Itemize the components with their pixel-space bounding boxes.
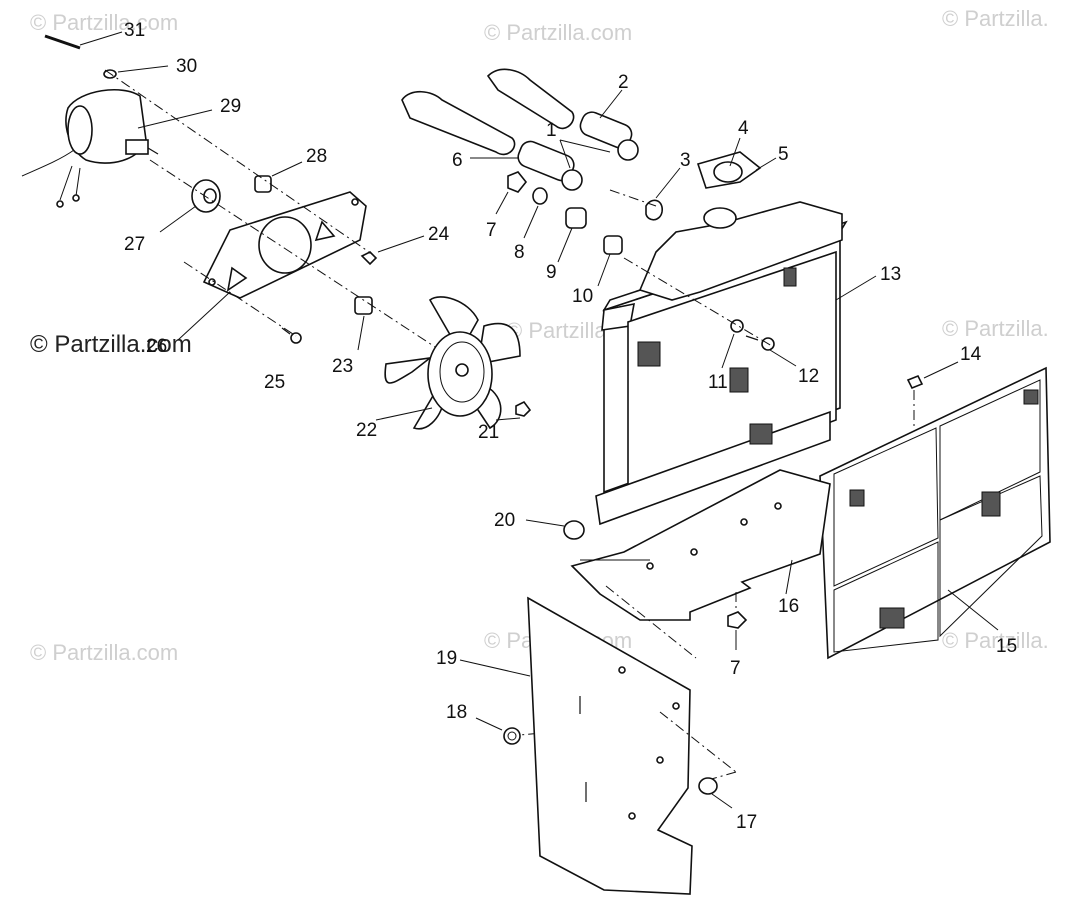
part-23-spacer (354, 296, 373, 351)
watermark: © Partzilla.com (30, 10, 178, 35)
part-25-screw (281, 327, 302, 344)
callout-20: 20 (494, 510, 515, 531)
callout-7-lower: 7 (730, 658, 741, 679)
callout-11: 11 (708, 372, 728, 393)
watermark: © Partzilla.com (484, 20, 632, 45)
callout-3: 3 (680, 150, 691, 171)
part-26-motor-bracket (177, 191, 367, 341)
callout-17: 17 (736, 812, 757, 833)
main-watermark: © Partzilla.com (30, 331, 192, 358)
callout-25: 25 (264, 372, 285, 393)
part-29-fan-motor (21, 89, 213, 208)
part-18-washer (475, 717, 521, 745)
part-16-mount-plate (570, 469, 831, 659)
callout-16: 16 (778, 596, 799, 617)
callout-30: 30 (176, 56, 197, 77)
callout-4: 4 (738, 118, 749, 139)
part-14-screw (906, 361, 959, 426)
part-6-hose-connector (470, 140, 583, 191)
callout-28: 28 (306, 146, 327, 167)
part-10-spacer (597, 235, 623, 287)
callout-19: 19 (436, 648, 457, 669)
callout-14: 14 (960, 344, 982, 365)
callout-1: 1 (546, 120, 557, 141)
part-28-spacer (254, 161, 303, 193)
part-2-hose-clamp (579, 89, 639, 161)
part-12-bolt (745, 335, 797, 367)
callout-31: 31 (124, 20, 145, 41)
callout-29: 29 (220, 96, 241, 117)
callout-13: 13 (880, 264, 901, 285)
part-7-nut-lower (727, 592, 748, 650)
watermark: © Partzilla. (942, 628, 1049, 653)
part-1-clamps (559, 139, 611, 169)
part-31-wire (44, 31, 123, 50)
callout-12: 12 (798, 366, 819, 387)
callout-24: 24 (428, 224, 450, 245)
part-30 (103, 65, 169, 79)
callout-8: 8 (514, 242, 525, 263)
part-13-radiator (595, 201, 877, 526)
watermark: © Partzilla. (942, 6, 1049, 31)
callout-2: 2 (618, 72, 629, 93)
part-9-grommet (557, 207, 587, 263)
part-3-clip (609, 167, 681, 221)
callout-18: 18 (446, 702, 467, 723)
part-19-side-panel (459, 596, 737, 895)
part-15-screen-panel (819, 366, 1051, 660)
callout-7-upper: 7 (486, 220, 497, 241)
watermark: © Partzilla. (942, 316, 1049, 341)
watermark: © Partzilla.com (30, 640, 178, 665)
callout-10: 10 (572, 286, 593, 307)
callout-5: 5 (778, 144, 789, 165)
callout-15: 15 (996, 636, 1017, 657)
callout-6: 6 (452, 150, 463, 171)
callout-23: 23 (332, 356, 353, 377)
part-20-grommet (525, 519, 585, 540)
part-21-nut (495, 400, 532, 421)
callout-9: 9 (546, 262, 557, 283)
callout-27: 27 (124, 234, 145, 255)
part-22-fan-blade (375, 296, 521, 430)
callout-22: 22 (356, 420, 377, 441)
part-4-radiator-cap (696, 137, 762, 189)
part-27-hub (159, 179, 221, 233)
part-7-nut-upper (495, 171, 528, 215)
part-17-rivet (698, 777, 733, 809)
part-8-washer (523, 187, 548, 239)
callout-26: 26 (146, 336, 167, 357)
part-24-nut (360, 235, 425, 266)
callout-21: 21 (478, 422, 499, 443)
upper-hoses (401, 68, 575, 156)
